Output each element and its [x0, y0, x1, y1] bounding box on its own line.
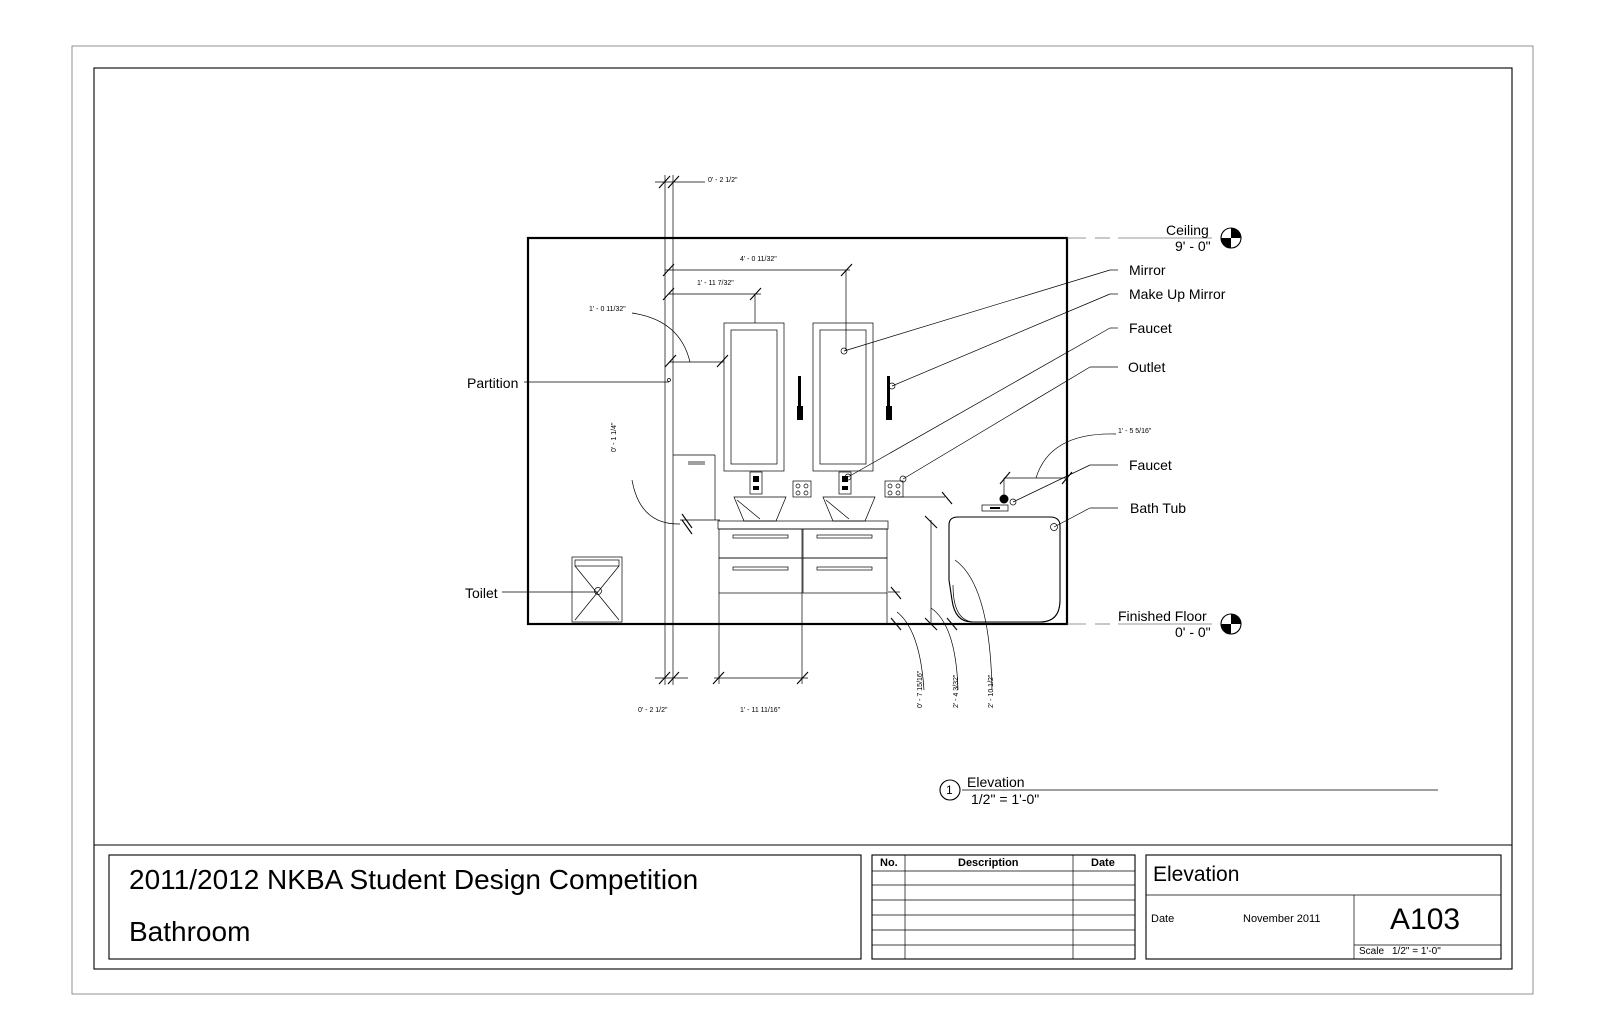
- callout-leaders: [502, 269, 1118, 593]
- vanity-cabinet: [717, 520, 889, 624]
- mirror-callout-dot: [840, 347, 848, 355]
- dim-partition-offset: 1' - 0 11/32": [589, 306, 626, 313]
- callout-makeup-mirror: Make Up Mirror: [1129, 286, 1226, 302]
- dim-bottom-partition: 0' - 2 1/2": [638, 707, 668, 714]
- dim-vanity-width: 1' - 11 11/16": [740, 707, 781, 714]
- revision-table-box: [871, 854, 1136, 960]
- callout-faucet-2: Faucet: [1129, 457, 1172, 473]
- project-title-box: [108, 854, 862, 960]
- callout-toilet: Toilet: [465, 585, 498, 601]
- mirror-left: [723, 322, 785, 472]
- outlet-left: [792, 480, 812, 498]
- ceiling-level-value: 9' - 0": [1175, 238, 1211, 254]
- dim-v3: 2' - 10 1/2": [988, 674, 995, 708]
- revision-header-no: No.: [880, 857, 898, 869]
- bath-tub: [948, 516, 1061, 623]
- sheet-number: A103: [1390, 903, 1461, 936]
- dim-v2: 2' - 4 3/32": [953, 674, 960, 708]
- toilet: [571, 556, 623, 623]
- revision-header-date: Date: [1091, 857, 1115, 869]
- callout-mirror: Mirror: [1129, 262, 1166, 278]
- tub-faucet: [981, 494, 1017, 512]
- faucet-callout-dot: [844, 473, 852, 481]
- revision-header-description: Description: [958, 857, 1019, 869]
- callout-partition: Partition: [467, 375, 519, 391]
- callout-outlet: Outlet: [1128, 359, 1166, 375]
- dim-tub-faucet: 1' - 5 5/16": [1118, 428, 1152, 435]
- mirror-right: [812, 322, 874, 472]
- dim-mirror-offset: 1' - 11 7/32": [697, 280, 734, 287]
- partition-callout-dot: [667, 378, 671, 382]
- scale-value: 1/2" = 1'-0": [1392, 946, 1441, 957]
- dim-top-partition: 0' - 2 1/2": [708, 177, 738, 184]
- view-scale: 1/2" = 1'-0": [971, 791, 1040, 807]
- dimension-lines: [631, 175, 1117, 691]
- callout-faucet-1: Faucet: [1129, 320, 1172, 336]
- dim-mirror-span: 4' - 0 11/32": [740, 256, 777, 263]
- makeup-mirror-left: [797, 376, 803, 420]
- room-outline: [526, 236, 1069, 626]
- scale-label: Scale: [1359, 946, 1385, 957]
- project-title: 2011/2012 NKBA Student Design Competitio…: [129, 864, 699, 895]
- view-title-marker: [939, 779, 1438, 801]
- floor-level-name: Finished Floor: [1118, 608, 1207, 624]
- floor-level-value: 0' - 0": [1175, 624, 1211, 640]
- sink-faucet-left: [749, 471, 763, 495]
- view-name: Elevation: [967, 774, 1025, 790]
- inner-sheet-border: [93, 67, 1513, 970]
- date-label: Date: [1151, 913, 1175, 925]
- sink-faucet-right: [838, 471, 852, 495]
- date-value: November 2011: [1243, 913, 1321, 925]
- project-subtitle: Bathroom: [129, 916, 251, 947]
- partition-wall: [664, 175, 716, 685]
- callout-bath-tub: Bath Tub: [1130, 500, 1187, 516]
- vessel-sink-right: [822, 496, 876, 522]
- dim-v1: 0' - 7 15/16": [917, 670, 924, 708]
- makeup-mirror-right: [886, 376, 892, 420]
- makeup-mirror-callout-dot: [888, 382, 896, 390]
- sheet-info-box: [1145, 854, 1502, 960]
- outlet-callout-dot: [899, 475, 907, 483]
- ceiling-level-name: Ceiling: [1166, 222, 1209, 238]
- dim-vertical-left: 0' - 1 1/4": [611, 422, 618, 452]
- ceiling-level-marker: [1067, 227, 1242, 249]
- view-number: 1: [946, 783, 953, 797]
- revision-table-grid: [872, 855, 1135, 959]
- sheet-name: Elevation: [1153, 863, 1240, 886]
- outlet-right: [884, 480, 904, 498]
- floor-level-marker: [1067, 613, 1242, 635]
- vessel-sink-left: [733, 496, 787, 522]
- outer-sheet-border: [71, 45, 1534, 995]
